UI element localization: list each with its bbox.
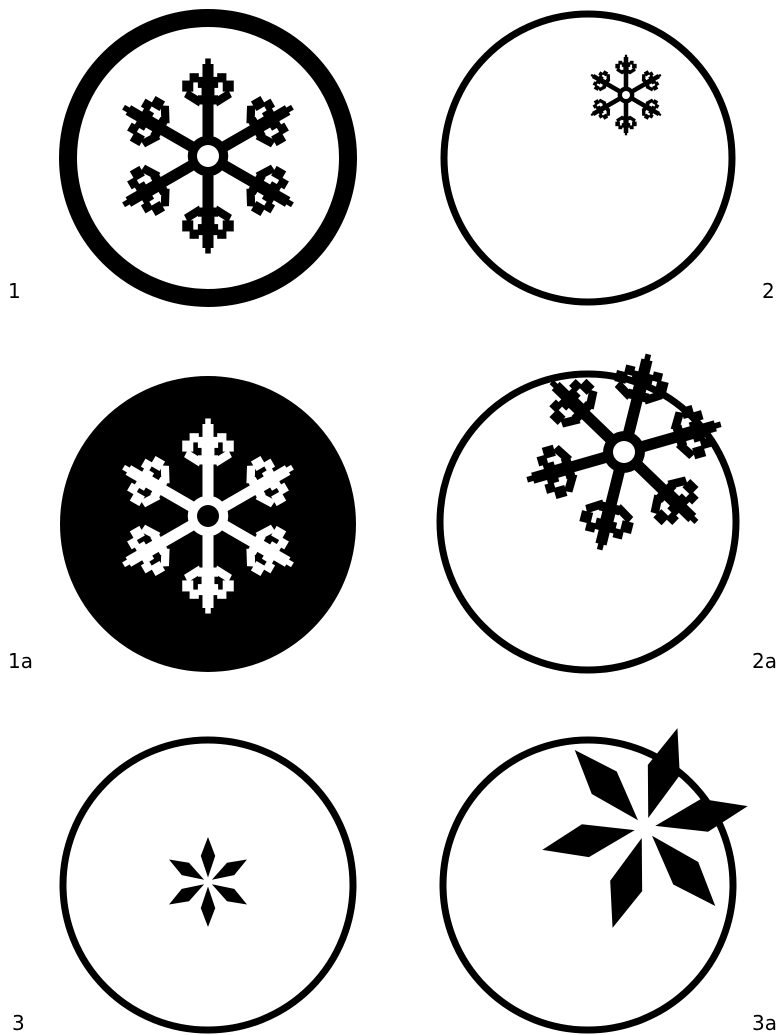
snowflake-center-hole <box>622 91 630 99</box>
panel-1: 1 <box>8 18 348 303</box>
panel-label: 3 <box>12 1011 25 1035</box>
panel-label: 2 <box>762 279 775 303</box>
panel-3: 3 <box>12 740 353 1035</box>
panel-label: 3a <box>752 1011 777 1035</box>
panel-1a: 1a <box>8 376 356 673</box>
snowflake-center-hole <box>613 441 635 463</box>
ring-thin <box>63 740 353 1030</box>
panel-2a: 2a <box>440 330 777 673</box>
snowflake-center-hole <box>197 145 219 167</box>
panel-2: 2 <box>444 14 775 303</box>
panel-label: 1a <box>8 649 33 673</box>
ring-thin <box>444 14 732 302</box>
panel-3a: 3a <box>443 697 777 1035</box>
panel-label: 2a <box>752 649 777 673</box>
panel-label: 1 <box>8 279 21 303</box>
snowflake-center-dot <box>197 505 219 527</box>
